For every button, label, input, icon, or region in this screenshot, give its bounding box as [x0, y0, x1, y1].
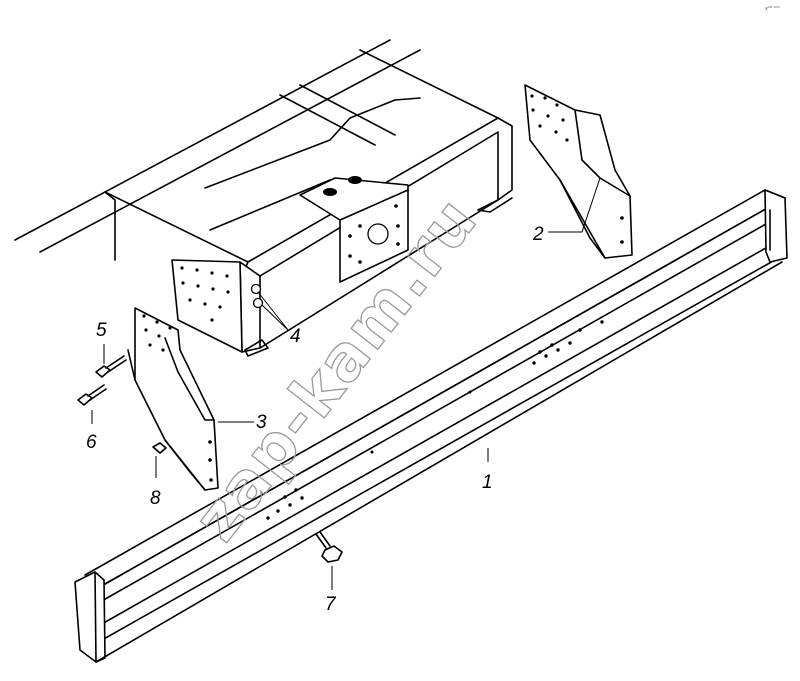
callout-3: 3: [256, 412, 267, 433]
watermark: zap-kam.ru: [179, 183, 491, 554]
callout-4: 4: [290, 326, 301, 347]
bolt-7: [315, 531, 343, 563]
drawing-code: х²⁸ ⁰⁰⁰: [765, 6, 780, 12]
callout-labels: 1 2 3 4 5 6 7 8: [86, 224, 544, 615]
right-bracket: [524, 84, 633, 259]
bolt-5: [95, 355, 127, 378]
callout-1: 1: [482, 472, 493, 493]
callout-5: 5: [96, 320, 107, 341]
callout-7: 7: [325, 594, 337, 615]
left-bracket-holes: [142, 314, 213, 482]
frame-hole-upper: [250, 283, 262, 295]
bumper-holes: [266, 320, 604, 520]
callout-2: 2: [532, 224, 544, 245]
callout-6: 6: [86, 432, 97, 453]
frame-assembly: [14, 39, 513, 357]
callout-8: 8: [150, 488, 161, 509]
right-bracket-holes: [530, 94, 624, 244]
center-bracket-small-holes: [348, 204, 400, 264]
frame-hole-lower: [252, 297, 264, 309]
nut-8: [152, 442, 167, 454]
bumper-beam: [74, 189, 788, 663]
bolt-6: [77, 384, 107, 406]
frame-end-plate-holes: [180, 266, 230, 322]
center-bracket-hole: [367, 223, 389, 245]
callout-leaders: [91, 177, 601, 590]
left-bracket: [127, 307, 219, 491]
